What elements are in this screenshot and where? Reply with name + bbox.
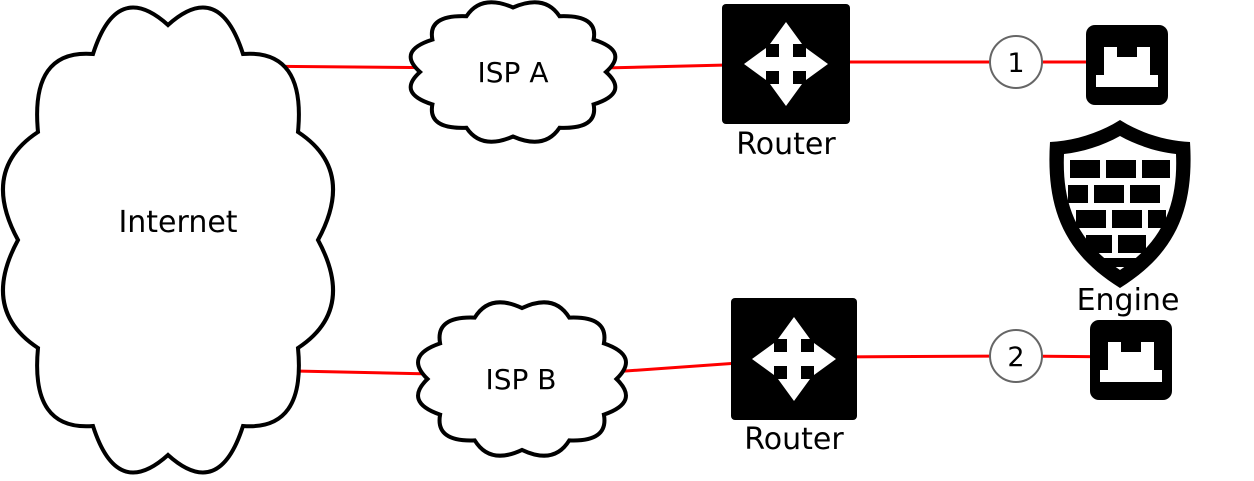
router-top-node: Router [722, 4, 850, 162]
internet-label: Internet [118, 205, 237, 240]
internet-cloud-icon [0, 5, 336, 475]
connection-lines [239, 60, 1131, 377]
interface-2-number: 2 [1007, 342, 1024, 373]
engine-node: Engine [1049, 120, 1191, 318]
interface-1-badge: 1 [989, 35, 1043, 89]
port-base [1100, 370, 1162, 382]
port-tab [1117, 47, 1137, 57]
isp-b-label: ISP B [485, 363, 556, 396]
port-tab [1121, 342, 1141, 352]
interface-1-circle-icon [989, 35, 1043, 89]
router-bottom-node: Router [731, 298, 857, 457]
engine-label: Engine [1077, 283, 1180, 318]
link-routerbot-if2 [829, 354, 1017, 359]
isp-b-cloud-node: ISP B [416, 301, 628, 457]
ethernet-port-bottom-icon [1090, 320, 1172, 400]
port-base [1096, 75, 1158, 87]
router-bottom-label: Router [744, 422, 844, 457]
internet-cloud-node: Internet [0, 5, 336, 475]
firewall-bricks [1068, 160, 1170, 267]
ethernet-port-top-icon [1086, 25, 1168, 105]
interface-2-circle-icon [989, 329, 1043, 383]
router-top-label: Router [736, 127, 836, 162]
isp-a-cloud-node: ISP A [409, 1, 617, 143]
isp-a-label: ISP A [478, 56, 549, 89]
interface-1-number: 1 [1007, 48, 1024, 79]
interface-2-badge: 2 [989, 329, 1043, 383]
